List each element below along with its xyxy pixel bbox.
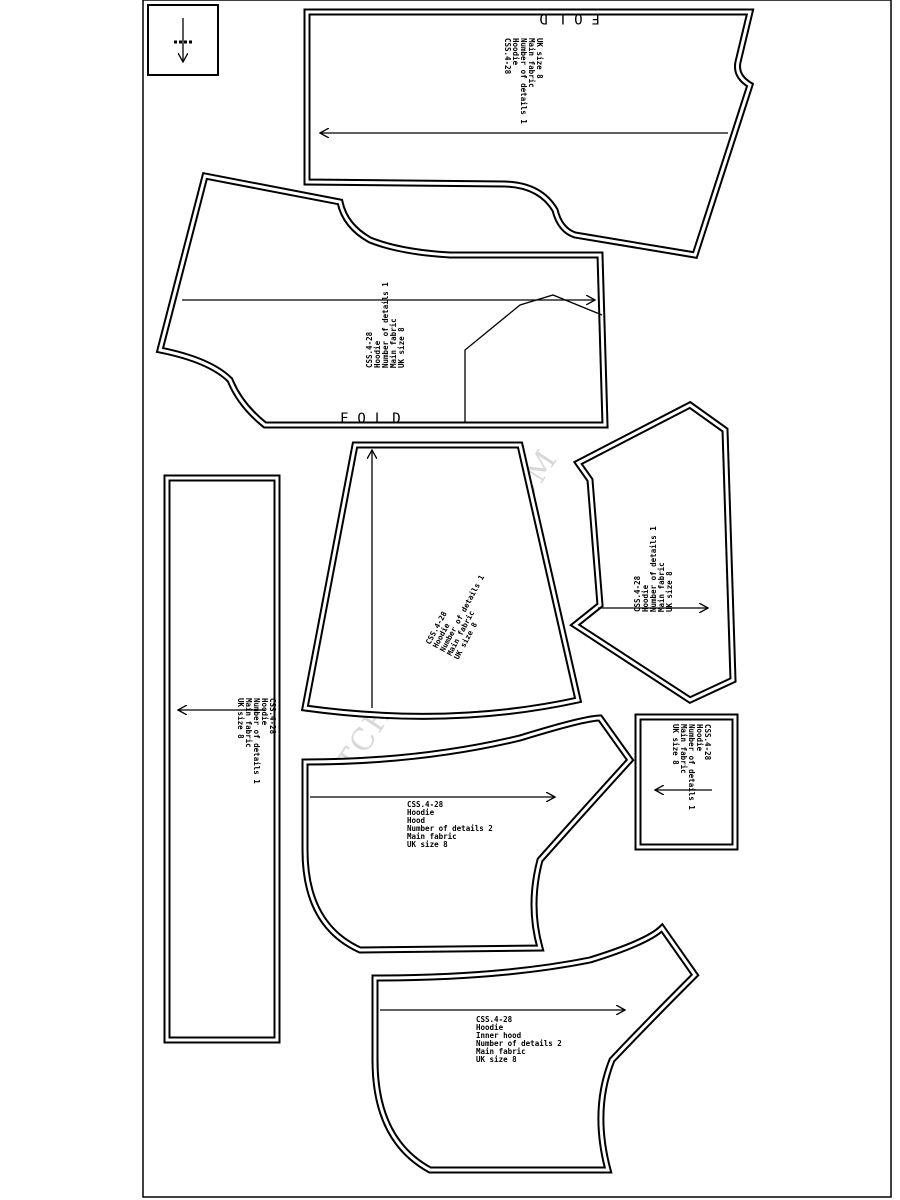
svg-text:UK size 8: UK size 8	[671, 724, 680, 765]
piece-side-panel: CSS.4-28 Hoodie Number of details 1 Main…	[569, 400, 737, 704]
svg-text:Hoodie: Hoodie	[260, 698, 269, 726]
piece-back: FOLD CSS.4-28 Hoodie Number of details 1…	[303, 8, 755, 259]
grain-legend	[147, 4, 219, 76]
svg-text:Number of details 1: Number of details 1	[649, 526, 658, 612]
sheet-border	[142, 0, 892, 1198]
svg-text:Number of details 2: Number of details 2	[476, 1039, 562, 1048]
piece-inner-hood: CSS.4-28 Hoodie Inner hood Number of det…	[371, 922, 700, 1174]
piece-cuff: CSS.4-28 Hoodie Number of details 1 Main…	[634, 713, 739, 851]
svg-text:Main fabric: Main fabric	[389, 318, 398, 368]
svg-text:CSS.4-28: CSS.4-28	[503, 38, 512, 75]
svg-text:Hoodie: Hoodie	[407, 808, 435, 817]
svg-text:UK size 8: UK size 8	[476, 1055, 517, 1064]
piece-front: FOLD CSS.4-28 Hoodie Number of details 1…	[155, 171, 609, 429]
svg-text:Number of details 1: Number of details 1	[687, 724, 696, 810]
svg-text:CSS.4-28: CSS.4-28	[476, 1015, 513, 1024]
svg-text:Main fabric: Main fabric	[657, 562, 666, 612]
svg-text:UK size 8: UK size 8	[665, 571, 674, 612]
piece-label: CSS.4-28 Hoodie Number of details 1 Main…	[671, 724, 712, 810]
svg-text:Hood: Hood	[407, 816, 425, 825]
svg-text:Hoodie: Hoodie	[511, 38, 520, 66]
svg-text:Hoodie: Hoodie	[373, 340, 382, 368]
svg-text:UK size 8: UK size 8	[236, 698, 245, 739]
svg-text:Main fabric: Main fabric	[679, 724, 688, 774]
svg-text:Number of details 1: Number of details 1	[519, 38, 528, 124]
svg-text:Number of details 2: Number of details 2	[407, 824, 493, 833]
svg-text:Hoodie: Hoodie	[641, 584, 650, 612]
piece-label: CSS.4-28 Hoodie Inner hood Number of det…	[476, 1015, 562, 1064]
piece-hood: CSS.4-28 Hoodie Hood Number of details 2…	[301, 714, 635, 954]
svg-text:CSS.4-28: CSS.4-28	[703, 724, 712, 761]
svg-text:Hoodie: Hoodie	[476, 1023, 504, 1032]
svg-text:Hoodie: Hoodie	[695, 724, 704, 752]
svg-text:UK size 8: UK size 8	[407, 840, 448, 849]
svg-text:CSS.4-28: CSS.4-28	[407, 800, 444, 809]
svg-text:UK size 8: UK size 8	[397, 327, 406, 368]
piece-label: CSS.4-28 Hoodie Number of details 1 Main…	[365, 282, 406, 368]
svg-text:Main fabric: Main fabric	[244, 698, 253, 748]
svg-text:Main fabric: Main fabric	[476, 1047, 526, 1056]
piece-label: CSS.4-28 Hoodie Number of details 1 Main…	[503, 38, 544, 124]
fold-label: FOLD	[340, 411, 410, 427]
piece-label: CSS.4-28 Hoodie Number of details 1 Main…	[633, 526, 674, 612]
piece-label: CSS.4-28 Hoodie Number of details 1 Main…	[236, 698, 277, 784]
svg-text:CSS.4-28: CSS.4-28	[365, 331, 374, 368]
svg-text:CSS.4-28: CSS.4-28	[633, 575, 642, 612]
piece-label: CSS.4-28 Hoodie Hood Number of details 2…	[407, 800, 493, 849]
svg-text:Number of details 1: Number of details 1	[252, 698, 261, 784]
svg-text:Main fabric: Main fabric	[407, 832, 457, 841]
svg-text:UK size 8: UK size 8	[535, 38, 544, 79]
piece-waistband: CSS.4-28 Hoodie Number of details 1 Main…	[163, 474, 281, 1044]
svg-text:CSS.4-28: CSS.4-28	[268, 698, 277, 735]
svg-text:Number of details 1: Number of details 1	[381, 282, 390, 368]
fold-label: FOLD	[530, 10, 600, 26]
svg-text:Inner hood: Inner hood	[476, 1031, 521, 1040]
piece-sleeve: CSS.4-28 Hoodie Number of details 1 Main…	[300, 441, 583, 720]
svg-text:Main fabric: Main fabric	[527, 38, 536, 88]
